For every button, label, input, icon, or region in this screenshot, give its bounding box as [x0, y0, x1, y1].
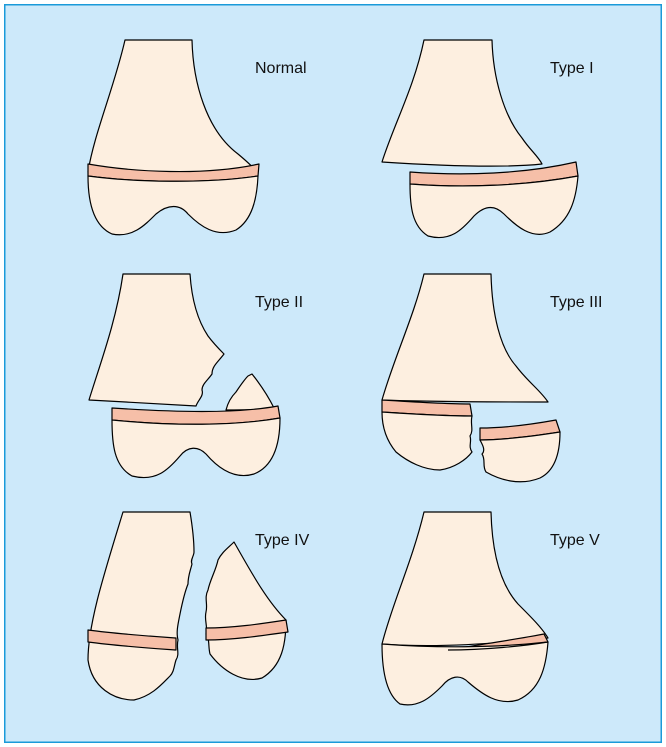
panel-label: Type I: [550, 60, 594, 77]
panel-label: Type III: [550, 294, 602, 311]
panel-label: Type V: [550, 532, 600, 549]
panel-label: Type II: [255, 294, 303, 311]
panel-label: Normal: [255, 60, 307, 77]
figure: Normal Type I Type II Type III Type IV: [4, 4, 662, 743]
fracture-diagram: Normal Type I Type II Type III Type IV: [4, 4, 662, 743]
panel-label: Type IV: [255, 532, 310, 549]
